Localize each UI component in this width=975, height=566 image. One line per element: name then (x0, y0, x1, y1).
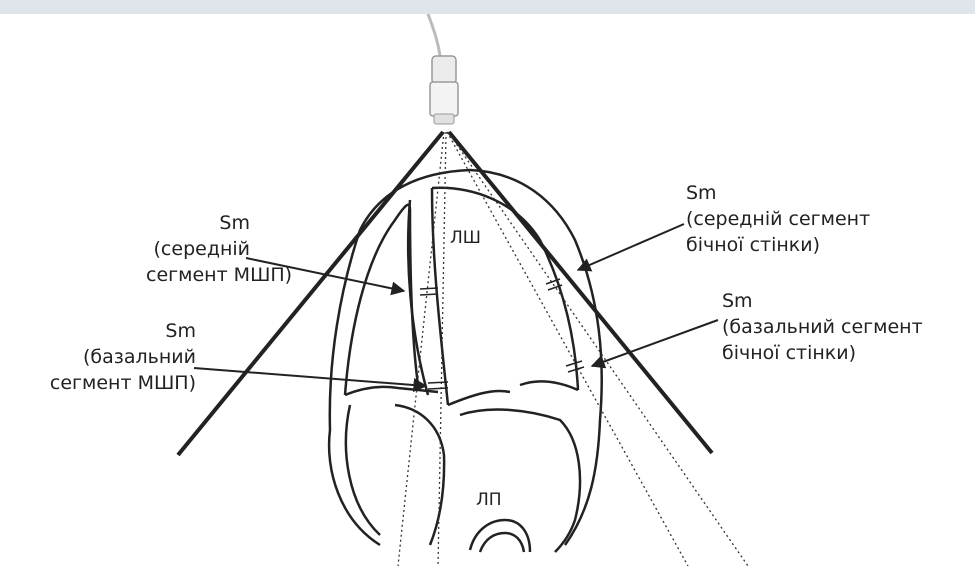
ultrasound-probe-icon (428, 14, 458, 124)
la-label: ЛП (476, 490, 502, 510)
label-basal-lateral-line3: бічної стінки) (722, 340, 923, 366)
label-basal-lateral: Sm (базальний сегмент бічної стінки) (722, 288, 923, 366)
label-mid-septal: Sm (середній сегмент МШП) (146, 210, 250, 288)
label-basal-septal-line3: сегмент МШП) (46, 370, 196, 396)
label-mid-septal-line1: Sm (146, 210, 250, 236)
label-mid-lateral-line1: Sm (686, 180, 870, 206)
label-mid-lateral-line3: бічної стінки) (686, 232, 870, 258)
label-mid-septal-line2: (середній (146, 236, 250, 262)
arrow-mid-lateral (578, 224, 684, 270)
arrow-basal-septal (194, 368, 426, 386)
label-mid-lateral: Sm (середній сегмент бічної стінки) (686, 180, 870, 258)
sector-right-edge (449, 132, 712, 453)
label-basal-septal: Sm (базальний сегмент МШП) (46, 318, 196, 396)
label-basal-lateral-line2: (базальний сегмент (722, 314, 923, 340)
label-mid-lateral-line2: (середній сегмент (686, 206, 870, 232)
label-mid-septal-line3: сегмент МШП) (146, 262, 250, 288)
label-basal-septal-line2: (базальний (46, 344, 196, 370)
label-basal-septal-line1: Sm (46, 318, 196, 344)
label-basal-lateral-line1: Sm (722, 288, 923, 314)
lv-label: ЛШ (450, 228, 481, 248)
